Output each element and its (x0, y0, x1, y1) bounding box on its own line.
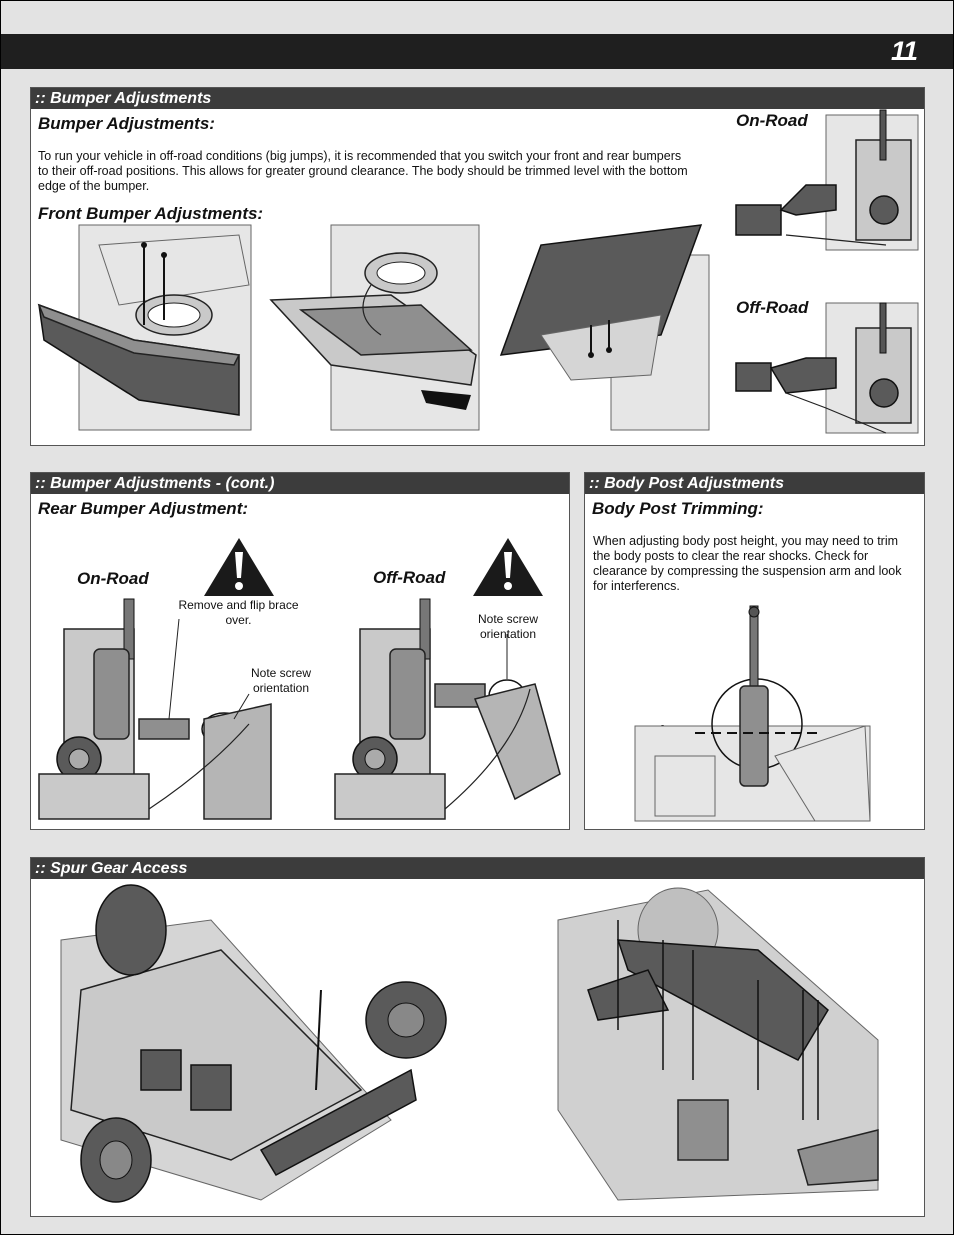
section-title: Bumper Adjustments: (38, 114, 215, 133)
rear-bumper-title: Rear Bumper Adjustment: (38, 499, 249, 518)
section-header: :: Spur Gear Access (31, 858, 924, 879)
on-road-label: On-Road (736, 111, 808, 130)
off-road-label: Off-Road (736, 298, 809, 317)
bumper-text: To run your vehicle in off-road conditio… (38, 149, 688, 193)
body-post-title: Body Post Trimming: (592, 499, 764, 518)
section-header: :: Bumper Adjustments - (cont.) (31, 473, 569, 494)
section-header: :: Bumper Adjustments (31, 88, 924, 109)
on-road-bumper-illustration (735, 109, 919, 251)
rear-bumper-panel: :: Bumper Adjustments - (cont.) Rear Bum… (30, 472, 570, 830)
page-number: 11 (890, 36, 918, 66)
bumper-adjustments-panel: :: Bumper Adjustments Bumper Adjustments… (30, 87, 925, 446)
rear-off-road-label: Off-Road (373, 568, 446, 587)
body-post-text: When adjusting body post height, you may… (593, 534, 902, 593)
rear-off-road-illustration (334, 598, 561, 820)
front-bumper-illustration-1 (37, 224, 252, 431)
screw-note-left: Note screw orientation (250, 666, 312, 695)
body-post-illustration (634, 605, 871, 822)
body-post-panel: :: Body Post Adjustments Body Post Trimm… (584, 472, 925, 830)
front-bumper-illustration-2 (269, 224, 480, 431)
front-bumper-illustration-3 (499, 224, 710, 431)
off-road-bumper-illustration (735, 302, 919, 434)
top-bar: 11 (1, 34, 953, 69)
screw-note-right: Note screw orientation (477, 612, 539, 641)
spur-gear-illustration-right (557, 887, 879, 1201)
section-header: :: Body Post Adjustments (585, 473, 924, 494)
front-bumper-title: Front Bumper Adjustments: (38, 204, 264, 223)
rear-on-road-label: On-Road (77, 569, 149, 588)
spur-gear-illustration-left (60, 884, 447, 1203)
warning-icon (473, 538, 543, 596)
remove-flip-note: Remove and flip brace over. (178, 598, 299, 627)
warning-icon (204, 538, 274, 596)
spur-gear-panel: :: Spur Gear Access (30, 857, 925, 1217)
rear-on-road-illustration (38, 598, 272, 820)
